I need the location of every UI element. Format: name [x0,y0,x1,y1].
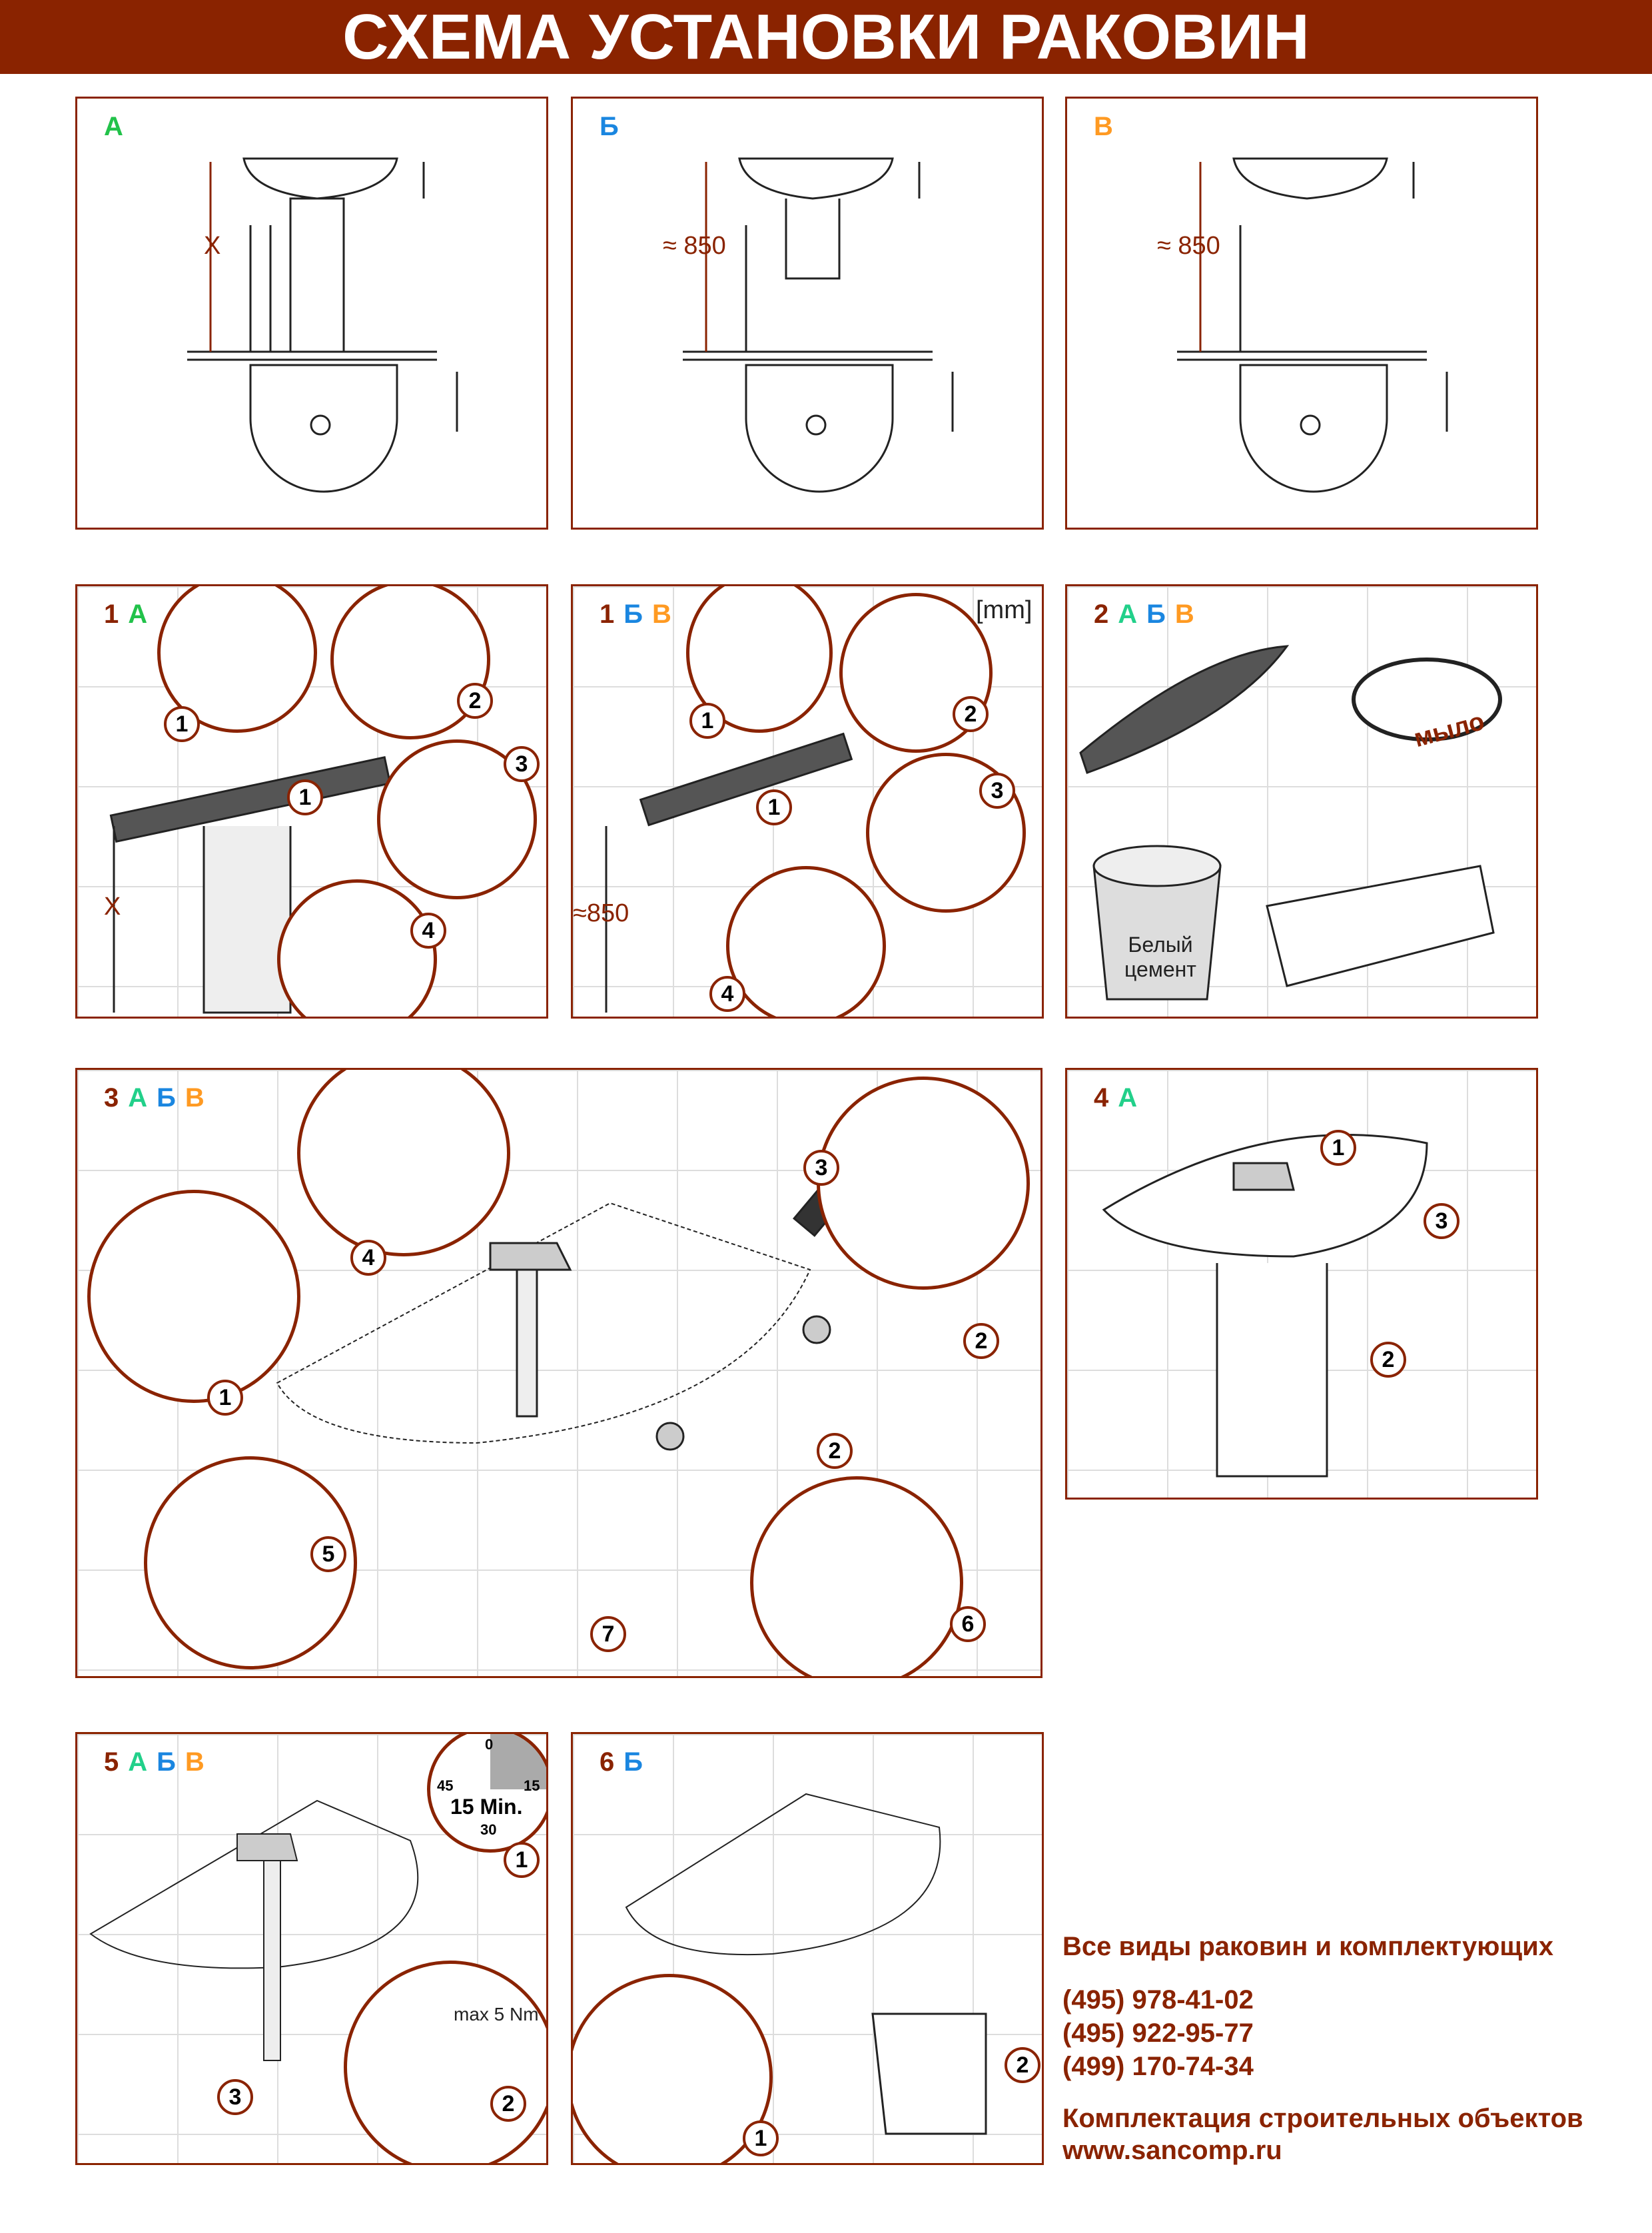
sink-dimension-drawing [187,157,458,493]
diagram-b: Б ≈ 850 [571,97,1044,530]
timer-elapsed [490,1734,546,1789]
detail-circle [87,1190,300,1403]
sealant-drawing [1079,645,1502,1001]
callout: 2 [963,1323,999,1359]
timer-label: 15 Min. [450,1795,523,1819]
detail-circle [726,866,886,1017]
sink-dimension-drawing [1177,157,1448,493]
detail-circle [297,1070,510,1256]
timer-tick: 0 [485,1736,494,1753]
detail-circle [330,586,490,739]
unit-label: [mm] [976,596,1032,624]
timer-tick: 45 [437,1777,454,1794]
callout: 2 [953,696,989,732]
website-link[interactable]: www.sancomp.ru [1062,2136,1282,2165]
level-drawing [605,732,853,1013]
timer-tick: 15 [524,1777,540,1794]
detail-circle [277,879,437,1017]
callout: 3 [979,773,1015,809]
callout: 3 [504,746,540,782]
callout: 7 [590,1616,626,1652]
phone[interactable]: (495) 922-95-77 [1062,2018,1254,2048]
dimension-label: X [204,232,221,260]
variant-label: А [104,112,123,141]
phone[interactable]: (499) 170-74-34 [1062,2052,1254,2081]
callout: 2 [817,1433,853,1469]
callout: 3 [217,2079,253,2115]
callout: 1 [207,1380,243,1416]
timer-tick: 30 [480,1821,497,1838]
callout: 1 [1320,1130,1356,1166]
detail-circle [573,1974,773,2163]
dimension-label: ≈ 850 [1157,232,1220,260]
phone[interactable]: (495) 978-41-02 [1062,1985,1254,2014]
variant-label: Б [600,112,619,141]
callout: 2 [457,683,493,719]
page-title: СХЕМА УСТАНОВКИ РАКОВИН [0,0,1652,74]
sink-dimension-drawing [683,157,954,493]
callout: 1 [756,789,792,825]
callout: 3 [803,1150,839,1186]
detail-circle [750,1476,963,1676]
callout: 1 [743,2120,779,2156]
level-drawing [109,755,392,1014]
dimension-label: X [104,893,121,921]
tagline: Комплектация строительных объектов [1062,2104,1583,2133]
callout: 1 [164,706,200,742]
callout: 2 [1370,1342,1406,1378]
timer-icon: 0 15 30 45 15 Min. [427,1734,546,1853]
callout: 4 [410,913,446,949]
dimension-label: ≈850 [573,899,629,927]
callout: 6 [950,1606,986,1642]
faucet-drawing [89,1799,419,2061]
diagram-a: А X [75,97,548,530]
diagram-v: В ≈ 850 [1065,97,1538,530]
callout: 3 [1424,1203,1459,1239]
callout: 1 [689,703,725,739]
callout: 4 [709,976,745,1012]
variant-label: В [1094,112,1113,141]
callout: 5 [310,1536,346,1572]
callout: 1 [287,779,323,815]
callout: 4 [350,1240,386,1276]
callout: 2 [1005,2047,1040,2083]
callout: 2 [490,2086,526,2122]
pedestal-drawing [1102,1134,1428,1478]
contact-headline: Все виды раковин и комплектующих [1062,1932,1553,1961]
detail-circle [839,593,993,753]
detail-circle [344,1961,546,2163]
siphon-drawing [625,1793,987,2135]
callout: 1 [504,1842,540,1878]
cement-label: Белый цемент [1124,933,1196,981]
dimension-label: ≈ 850 [663,232,726,260]
torque-label: max 5 Nm [454,2004,539,2024]
detail-circle [686,586,833,733]
detail-circle [817,1077,1030,1290]
